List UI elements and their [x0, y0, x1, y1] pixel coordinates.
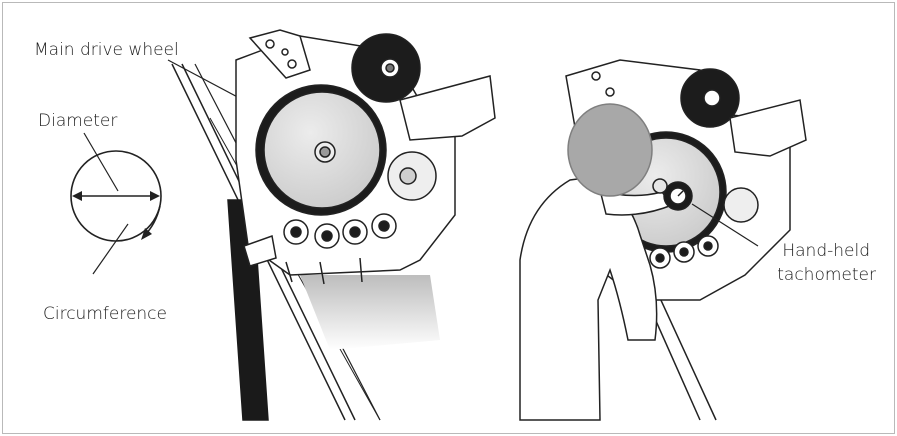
circumference-label: Circumference	[43, 304, 167, 324]
main-drive-wheel-label: Main drive wheel	[34, 40, 179, 60]
circumference-diagram	[70, 132, 162, 275]
roller-row	[283, 213, 397, 249]
left-machine	[171, 29, 496, 421]
tachometer-label-line2: tachometer	[777, 265, 876, 285]
tachometer-label-line1: Hand-held	[782, 241, 870, 261]
circumference-leader	[92, 223, 129, 275]
right-machine	[519, 59, 807, 421]
tachometer-leader	[691, 203, 759, 247]
floor-shadow	[300, 275, 440, 350]
diameter-label: Diameter	[38, 111, 117, 131]
operator-head	[567, 103, 653, 197]
operator-body	[519, 175, 658, 421]
diameter-leader	[83, 132, 119, 192]
